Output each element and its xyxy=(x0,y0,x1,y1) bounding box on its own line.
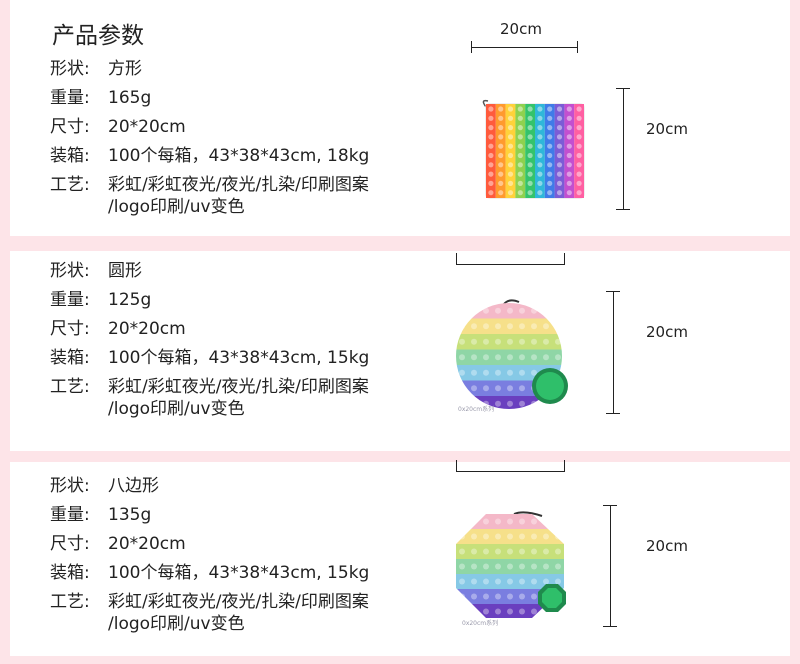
spec-value: 20*20cm xyxy=(108,319,186,339)
spec-list: 形状: 方形 重量: 165g 尺寸: 20*20cm 装箱: 100个每箱，43*38… xyxy=(50,55,369,218)
dimension-tick xyxy=(603,626,617,627)
dimension-height-label: 20cm xyxy=(646,537,688,555)
spec-value: 彩虹/彩虹夜光/夜光/扎染/印刷图案 /logo印刷/uv变色 xyxy=(108,377,369,419)
spec-packing: 装箱: 100个每箱，43*38*43cm, 18kg xyxy=(50,142,369,171)
spec-packing: 装箱: 100个每箱，43*38*43cm, 15kg xyxy=(50,344,369,373)
spec-weight: 重量: 165g xyxy=(50,84,369,113)
spec-value: 135g xyxy=(108,505,152,525)
spec-weight: 重量: 125g xyxy=(50,286,369,315)
spec-craft: 工艺: 彩虹/彩虹夜光/夜光/扎染/印刷图案 /logo印刷/uv变色 xyxy=(50,373,369,420)
spec-craft: 工艺: 彩虹/彩虹夜光/夜光/扎染/印刷图案 /logo印刷/uv变色 xyxy=(50,171,369,218)
product-panel-round: 形状: 圆形 重量: 125g 尺寸: 20*20cm 装箱: 100个每箱，43*38… xyxy=(10,251,790,451)
image-caption: 0x20cm系列 xyxy=(458,406,495,413)
dimension-width-line xyxy=(456,471,565,472)
dimension-tick xyxy=(456,460,457,472)
spec-label: 装箱: xyxy=(50,563,90,583)
dimension-width-label: 20cm xyxy=(500,20,542,38)
dimension-height-line xyxy=(613,291,614,414)
spec-weight: 重量: 135g xyxy=(50,501,369,530)
dimension-tick xyxy=(564,460,565,472)
product-panel-octagon: 形状: 八边形 重量: 135g 尺寸: 20*20cm 装箱: 100个每箱，43*3… xyxy=(10,460,790,656)
page-title: 产品参数 xyxy=(52,23,144,49)
spec-value: 100个每箱，43*38*43cm, 15kg xyxy=(108,563,370,583)
dimension-width-line xyxy=(471,47,578,48)
dimension-tick xyxy=(616,88,630,89)
dimension-tick xyxy=(603,505,617,506)
spec-value: 20*20cm xyxy=(108,534,186,554)
spec-shape: 形状: 八边形 xyxy=(50,472,369,501)
spec-label: 尺寸: xyxy=(50,117,90,137)
spec-value: 八边形 xyxy=(108,476,159,496)
product-panel-square: 产品参数 形状: 方形 重量: 165g 尺寸: 20*20cm 装箱: 100个每箱，… xyxy=(10,0,790,236)
dimension-height-line xyxy=(623,88,624,210)
spec-label: 形状: xyxy=(50,261,90,281)
dimension-tick xyxy=(577,41,578,53)
octagon-popit-image xyxy=(456,511,566,618)
spec-value: 125g xyxy=(108,290,152,310)
spec-label: 装箱: xyxy=(50,146,90,166)
spec-value: 20*20cm xyxy=(108,117,186,137)
spec-label: 工艺: xyxy=(50,377,90,397)
spec-value: 彩虹/彩虹夜光/夜光/扎染/印刷图案 /logo印刷/uv变色 xyxy=(108,592,369,634)
spec-value: 100个每箱，43*38*43cm, 18kg xyxy=(108,146,370,166)
spec-label: 工艺: xyxy=(50,175,90,195)
dimension-tick xyxy=(606,291,620,292)
spec-size: 尺寸: 20*20cm xyxy=(50,113,369,142)
spec-value: 圆形 xyxy=(108,261,142,281)
dimension-height-label: 20cm xyxy=(646,120,688,138)
dimension-width-line xyxy=(456,264,565,265)
dimension-tick xyxy=(616,209,630,210)
spec-shape: 形状: 方形 xyxy=(50,55,369,84)
spec-value: 165g xyxy=(108,88,152,108)
spec-value: 方形 xyxy=(108,59,142,79)
image-caption: 0x20cm系列 xyxy=(462,620,499,627)
spec-label: 重量: xyxy=(50,505,90,525)
dimension-tick xyxy=(471,41,472,53)
spec-label: 重量: xyxy=(50,290,90,310)
spec-label: 重量: xyxy=(50,88,90,108)
dimension-height-label: 20cm xyxy=(646,323,688,341)
spec-craft: 工艺: 彩虹/彩虹夜光/夜光/扎染/印刷图案 /logo印刷/uv变色 xyxy=(50,588,369,635)
square-popit-image xyxy=(482,99,585,199)
spec-label: 装箱: xyxy=(50,348,90,368)
dimension-tick xyxy=(606,413,620,414)
spec-shape: 形状: 圆形 xyxy=(50,257,369,286)
spec-label: 尺寸: xyxy=(50,319,90,339)
spec-value: 100个每箱，43*38*43cm, 15kg xyxy=(108,348,370,368)
spec-size: 尺寸: 20*20cm xyxy=(50,530,369,559)
spec-label: 工艺: xyxy=(50,592,90,612)
round-popit-image xyxy=(456,299,568,409)
spec-value: 彩虹/彩虹夜光/夜光/扎染/印刷图案 /logo印刷/uv变色 xyxy=(108,175,369,217)
spec-list: 形状: 八边形 重量: 135g 尺寸: 20*20cm 装箱: 100个每箱，43*3… xyxy=(50,472,369,635)
dimension-tick xyxy=(564,253,565,265)
dimension-height-line xyxy=(610,505,611,627)
spec-label: 尺寸: xyxy=(50,534,90,554)
spec-packing: 装箱: 100个每箱，43*38*43cm, 15kg xyxy=(50,559,369,588)
spec-size: 尺寸: 20*20cm xyxy=(50,315,369,344)
spec-list: 形状: 圆形 重量: 125g 尺寸: 20*20cm 装箱: 100个每箱，43*38… xyxy=(50,257,369,420)
spec-label: 形状: xyxy=(50,59,90,79)
spec-label: 形状: xyxy=(50,476,90,496)
dimension-tick xyxy=(456,253,457,265)
